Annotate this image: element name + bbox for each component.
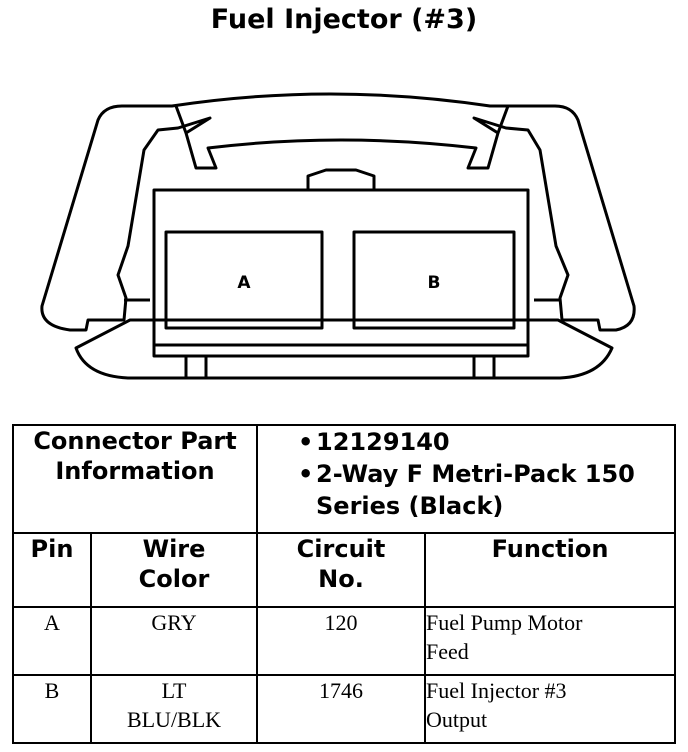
- header-wire-color: Wire Color: [89, 532, 259, 608]
- pin-a-label: A: [237, 273, 251, 293]
- part-info-cell: 12129140 2-Way F Metri-Pack 150 Series (…: [256, 424, 677, 534]
- connector-hood: [40, 92, 636, 332]
- header-pin: Pin: [12, 532, 92, 608]
- part-description: 2-Way F Metri-Pack 150 Series (Black): [258, 458, 674, 522]
- connector-info-table: Connector Part Information 12129140 2-Wa…: [11, 424, 677, 744]
- diagram-title: Fuel Injector (#3): [210, 4, 478, 35]
- part-info-label-line1: Connector Part: [33, 427, 237, 455]
- cavity-b: [352, 230, 516, 330]
- connector-diagram: A B: [40, 92, 636, 380]
- part-info-label-cell: Connector Part Information: [11, 424, 259, 534]
- row-a-color: GRY: [89, 606, 259, 676]
- connector-skirt: [74, 318, 614, 380]
- pin-b-label: B: [428, 273, 441, 293]
- header-function: Function: [424, 532, 677, 608]
- row-b-pin: B: [12, 674, 92, 744]
- table-row: B LT BLU/BLK 1746 Fuel Injector #3 Outpu…: [12, 674, 677, 744]
- row-b-color: LT BLU/BLK: [89, 674, 259, 744]
- cavity-a: [164, 230, 324, 330]
- latch-key: [306, 168, 376, 190]
- row-a-function: Fuel Pump Motor Feed: [424, 606, 677, 676]
- header-circuit: Circuit No.: [256, 532, 427, 608]
- row-b-function: Fuel Injector #3 Output: [424, 674, 677, 744]
- table-row: A GRY 120 Fuel Pump Motor Feed: [12, 606, 677, 676]
- row-a-circuit: 120: [256, 606, 427, 676]
- row-a-pin: A: [12, 606, 92, 676]
- part-info-label-line2: Information: [55, 457, 215, 485]
- connector-body: [152, 188, 530, 358]
- row-b-circuit: 1746: [256, 674, 427, 744]
- part-number: 12129140: [258, 426, 674, 458]
